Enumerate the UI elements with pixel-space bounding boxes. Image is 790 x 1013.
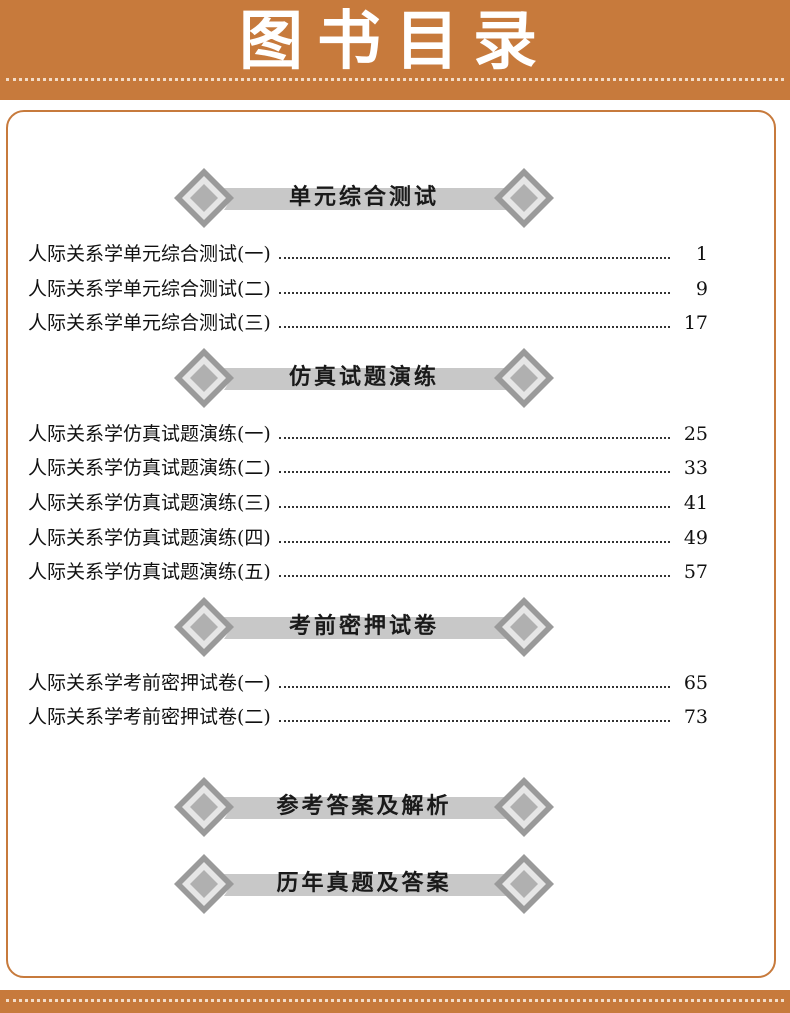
banner-ornament [174,348,554,408]
dot-leader [278,686,670,688]
page-header: 图书目录 [0,0,790,100]
toc-entry-page: 17 [683,312,708,334]
toc-entry-page: 33 [683,457,708,479]
toc-entry-title: 人际关系学单元综合测试(二) [28,278,271,300]
banner-ornament [174,168,554,228]
dot-leader [278,506,670,508]
toc-entry-title: 人际关系学仿真试题演练(四) [28,527,271,549]
toc-entry-title: 人际关系学单元综合测试(三) [28,312,271,334]
banner-ornament [174,597,554,657]
toc-entry-title: 人际关系学仿真试题演练(一) [28,423,271,445]
banner-ornament [174,777,554,837]
toc-entry-title: 人际关系学单元综合测试(一) [28,243,271,265]
section-heading: 仿真试题演练 [288,365,439,390]
toc-entry-title: 人际关系学仿真试题演练(五) [28,561,271,583]
dot-leader [278,541,670,543]
toc-entry-page: 57 [683,561,708,583]
right-diamond-icon [494,854,554,914]
contents-frame [6,110,776,978]
dot-leader [278,326,670,328]
section-heading: 单元综合测试 [288,185,439,210]
toc-entry-title: 人际关系学仿真试题演练(三) [28,492,271,514]
right-diamond-icon [494,168,554,228]
dot-leader [278,720,670,722]
section-banner-final-papers: 考前密押试卷 [172,595,556,659]
left-diamond-icon [174,777,234,837]
header-dotted-rule [6,78,784,81]
section-heading: 历年真题及答案 [276,871,452,896]
dot-leader [278,292,670,294]
section-heading: 考前密押试卷 [288,614,439,639]
toc-entry[interactable]: 人际关系学仿真试题演练(四) 49 [28,523,708,553]
left-diamond-icon [174,168,234,228]
right-diamond-icon [494,777,554,837]
left-diamond-icon [174,597,234,657]
right-diamond-icon [494,597,554,657]
toc-entry[interactable]: 人际关系学考前密押试卷(二) 73 [28,702,708,732]
page-title: 图书目录 [239,5,551,79]
toc-entry[interactable]: 人际关系学单元综合测试(一) 1 [28,239,708,269]
toc-entry[interactable]: 人际关系学仿真试题演练(一) 25 [28,419,708,449]
left-diamond-icon [174,854,234,914]
page-footer [0,990,790,1013]
toc-entry-page: 65 [683,672,708,694]
toc-entry[interactable]: 人际关系学仿真试题演练(二) 33 [28,453,708,483]
dot-leader [278,575,670,577]
right-diamond-icon [494,348,554,408]
toc-entry-title: 人际关系学考前密押试卷(一) [28,672,271,694]
toc-entry-page: 9 [695,278,708,300]
footer-dotted-rule [6,999,784,1002]
toc-entry-title: 人际关系学仿真试题演练(二) [28,457,271,479]
dot-leader [278,257,670,259]
toc-entry-page: 25 [683,423,708,445]
toc-entry[interactable]: 人际关系学单元综合测试(三) 17 [28,308,708,338]
section-banner-mock-exams: 仿真试题演练 [172,346,556,410]
left-diamond-icon [174,348,234,408]
toc-entry-page: 49 [683,527,708,549]
section-banner-past-exams[interactable]: 历年真题及答案 [172,852,556,916]
toc-entry[interactable]: 人际关系学仿真试题演练(三) 41 [28,488,708,518]
toc-entry-page: 73 [683,706,708,728]
toc-entry[interactable]: 人际关系学仿真试题演练(五) 57 [28,557,708,587]
banner-ornament [174,854,554,914]
toc-entry-page: 1 [695,243,708,265]
dot-leader [278,471,670,473]
toc-entry[interactable]: 人际关系学考前密押试卷(一) 65 [28,668,708,698]
toc-entry-page: 41 [683,492,708,514]
section-banner-unit-tests: 单元综合测试 [172,166,556,230]
toc-entry[interactable]: 人际关系学单元综合测试(二) 9 [28,274,708,304]
section-heading: 参考答案及解析 [276,794,452,819]
section-banner-answers[interactable]: 参考答案及解析 [172,775,556,839]
dot-leader [278,437,670,439]
toc-entry-title: 人际关系学考前密押试卷(二) [28,706,271,728]
